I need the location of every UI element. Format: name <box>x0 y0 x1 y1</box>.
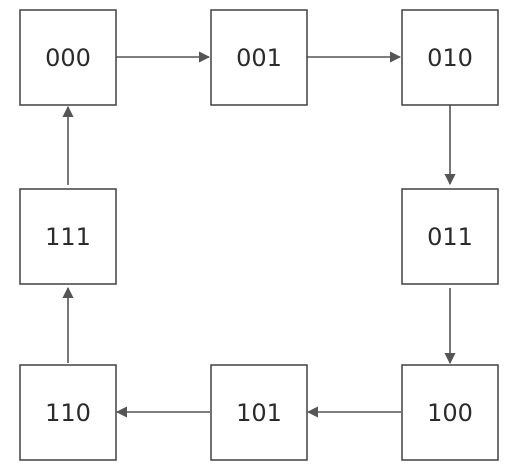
edges <box>62 51 456 418</box>
state-node-001: 001 <box>210 9 308 106</box>
state-node-101: 101 <box>210 364 308 461</box>
state-node-010: 010 <box>401 9 499 106</box>
state-node-label: 110 <box>45 399 91 427</box>
state-node-110: 110 <box>19 364 117 461</box>
state-node-label: 111 <box>45 223 91 251</box>
state-node-label: 000 <box>45 44 91 72</box>
state-node-label: 100 <box>427 399 473 427</box>
nodes: 000 001 010 111 011 110 101 <box>19 9 499 461</box>
state-node-111: 111 <box>19 188 117 285</box>
state-node-label: 011 <box>427 223 473 251</box>
state-node-label: 101 <box>236 399 282 427</box>
state-node-100: 100 <box>401 364 499 461</box>
state-node-011: 011 <box>401 188 499 285</box>
state-node-label: 001 <box>236 44 282 72</box>
state-node-label: 010 <box>427 44 473 72</box>
state-node-000: 000 <box>19 9 117 106</box>
